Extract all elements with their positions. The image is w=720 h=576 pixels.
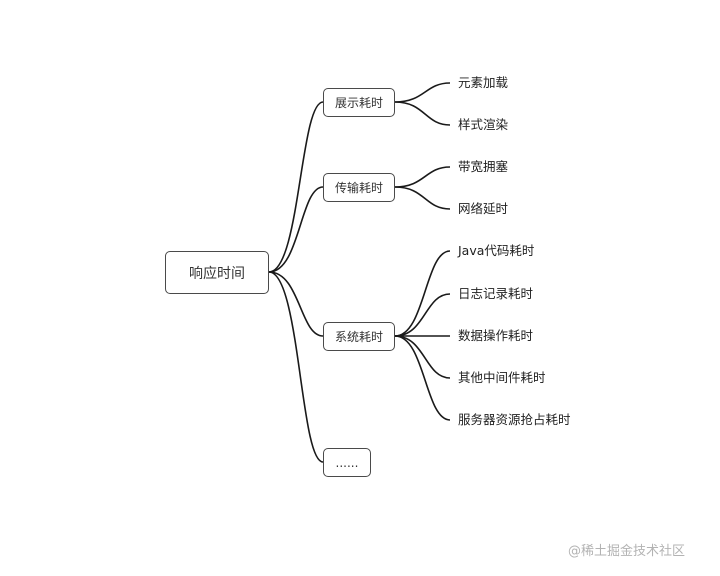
connector-root-b1 [268,101,324,273]
leaf-node[interactable]: 日志记录耗时 [458,286,534,301]
connector-b3-c1 [394,250,451,337]
connector-root-b4 [268,271,324,463]
connector-b3-c2 [394,293,451,337]
leaf-node[interactable]: Java代码耗时 [458,243,535,258]
branch-node-label: 传输耗时 [334,181,383,195]
branch-node-system-time[interactable]: 系统耗时 [323,322,395,351]
leaf-node[interactable]: 网络延时 [458,201,509,216]
connector-b2-c2 [394,186,451,210]
leaf-node[interactable]: 元素加载 [458,75,509,90]
root-node[interactable]: 响应时间 [165,251,269,294]
leaf-node[interactable]: 带宽拥塞 [458,159,509,174]
connector-b1-c2 [394,101,451,126]
leaf-node[interactable]: 其他中间件耗时 [458,370,546,385]
leaf-node[interactable]: 服务器资源抢占耗时 [458,412,571,427]
branch-node-display-time[interactable]: 展示耗时 [323,88,395,117]
connector-b1-c1 [394,82,451,103]
connector-b3-c4 [394,335,451,379]
connector-root-b2 [268,186,324,273]
branch-node-label: 展示耗时 [334,96,383,110]
root-node-label: 响应时间 [189,265,245,282]
branch-node-more[interactable]: ...... [323,448,371,477]
leaf-node[interactable]: 数据操作耗时 [458,328,534,343]
connector-b3-c5 [394,335,451,421]
leaf-node[interactable]: 样式渲染 [458,117,509,132]
branch-node-label: ...... [335,455,359,470]
watermark: @稀土掘金技术社区 [568,544,686,559]
connector-root-b3 [268,271,324,337]
branch-node-label: 系统耗时 [334,330,383,344]
branch-node-transfer-time[interactable]: 传输耗时 [323,173,395,202]
connector-b2-c1 [394,166,451,188]
